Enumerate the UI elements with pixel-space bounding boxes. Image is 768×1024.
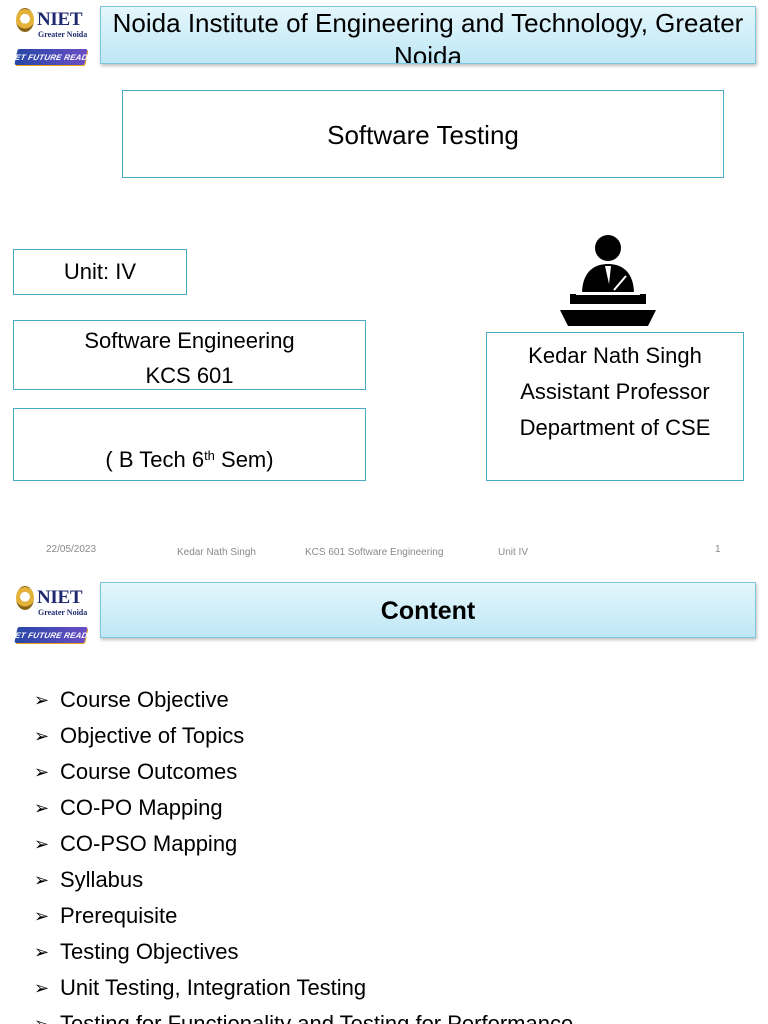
teacher-info: Kedar Nath Singh Assistant Professor Dep… (486, 332, 744, 481)
content-list-item-label: Syllabus (60, 867, 144, 892)
arrow-bullet-icon: ➢ (34, 798, 50, 818)
niet-logo: NIET Greater Noida GET FUTURE READY (8, 586, 94, 648)
niet-seal-icon (16, 8, 34, 32)
unit-label: Unit: IV (13, 249, 187, 295)
footer-author: Kedar Nath Singh (177, 547, 256, 558)
semester-info: ( B Tech 6th Sem) (13, 408, 366, 481)
content-list-item-label: Testing for Functionality and Testing fo… (60, 1011, 574, 1024)
arrow-bullet-icon: ➢ (34, 762, 50, 782)
content-list-item: ➢ Testing Objectives (34, 934, 573, 970)
content-slide: NIET Greater Noida GET FUTURE READY Cont… (0, 578, 768, 1024)
logo-tagline-banner: GET FUTURE READY (8, 627, 94, 643)
content-list: ➢ Course Objective ➢ Objective of Topics ➢ Co… (34, 682, 573, 1024)
niet-seal-icon (16, 586, 34, 610)
arrow-bullet-icon: ➢ (34, 942, 50, 962)
content-list-item-label: Course Objective (60, 687, 229, 712)
content-list-item-label: Testing Objectives (60, 939, 239, 964)
arrow-bullet-icon: ➢ (34, 906, 50, 926)
logo-tagline-banner: GET FUTURE READY (8, 49, 94, 65)
course-code: KCS 601 (145, 363, 234, 388)
teacher-department: Department of CSE (519, 415, 711, 440)
logo-tagline: GET FUTURE READY (7, 630, 95, 640)
arrow-bullet-icon: ➢ (34, 834, 50, 854)
arrow-bullet-icon: ➢ (34, 1014, 50, 1024)
content-list-item-label: Prerequisite (60, 903, 178, 928)
footer-page-number: 1 (715, 544, 721, 555)
course-name: Software Engineering (84, 328, 295, 353)
content-list-item-label: CO-PO Mapping (60, 795, 223, 820)
course-info: Software Engineering KCS 601 (13, 320, 366, 390)
semester-text: ( B Tech 6th Sem) (105, 447, 274, 472)
teacher-name: Kedar Nath Singh (528, 343, 702, 368)
content-header: Content (100, 582, 756, 638)
content-list-item: ➢ Objective of Topics (34, 718, 573, 754)
logo-brand: NIET (37, 587, 83, 608)
content-list-item: ➢ Course Objective (34, 682, 573, 718)
logo-subtitle: Greater Noida (38, 30, 88, 39)
title-slide: NIET Greater Noida GET FUTURE READY Noid… (8, 6, 756, 558)
logo-subtitle: Greater Noida (38, 608, 88, 617)
footer-unit: Unit IV (498, 547, 529, 558)
arrow-bullet-icon: ➢ (34, 978, 50, 998)
content-list-item: ➢ Course Outcomes (34, 754, 573, 790)
arrow-bullet-icon: ➢ (34, 726, 50, 746)
footer-course: KCS 601 Software Engineering (305, 547, 444, 558)
content-list-item-label: Unit Testing, Integration Testing (60, 975, 367, 1000)
logo-brand: NIET (37, 9, 83, 30)
speaker-at-podium-icon (560, 235, 656, 326)
content-list-item: ➢ CO-PSO Mapping (34, 826, 573, 862)
content-list-item: ➢ Syllabus (34, 862, 573, 898)
footer-date: 22/05/2023 (46, 544, 97, 555)
content-list-item: ➢ Testing for Functionality and Testing f… (34, 1006, 573, 1024)
arrow-bullet-icon: ➢ (34, 690, 50, 710)
content-list-item: ➢ Prerequisite (34, 898, 573, 934)
content-list-item-label: Course Outcomes (60, 759, 238, 784)
teacher-designation: Assistant Professor (520, 379, 710, 404)
niet-logo: NIET Greater Noida GET FUTURE READY (8, 8, 94, 70)
content-list-item: ➢ Unit Testing, Integration Testing (34, 970, 573, 1006)
arrow-bullet-icon: ➢ (34, 870, 50, 890)
content-list-item: ➢ CO-PO Mapping (34, 790, 573, 826)
content-list-item-label: CO-PSO Mapping (60, 831, 238, 856)
slide-title: Software Testing (122, 90, 724, 178)
logo-tagline: GET FUTURE READY (7, 52, 95, 62)
institute-header: Noida Institute of Engineering and Techn… (100, 6, 756, 64)
content-list-item-label: Objective of Topics (60, 723, 245, 748)
